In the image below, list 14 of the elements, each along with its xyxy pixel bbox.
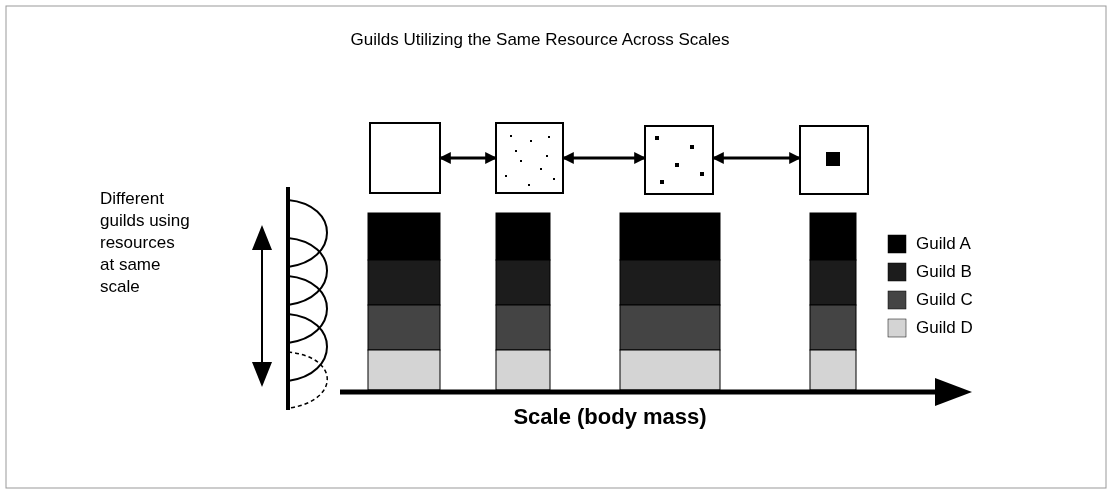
legend-label: Guild A bbox=[916, 234, 971, 254]
double-arrow bbox=[438, 152, 498, 164]
legend-label: Guild C bbox=[916, 290, 973, 310]
resource-square bbox=[644, 125, 714, 195]
double-arrow bbox=[561, 152, 647, 164]
title: Guilds Utilizing the Same Resource Across Scales bbox=[349, 30, 731, 50]
legend-label: Guild D bbox=[916, 318, 973, 338]
side-note: Different guilds using resources at same scale bbox=[100, 188, 191, 298]
resource-square bbox=[369, 122, 441, 194]
legend-label: Guild B bbox=[916, 262, 972, 282]
axis-label: Scale (body mass) bbox=[512, 404, 708, 430]
resource-square bbox=[495, 122, 564, 194]
resource-square bbox=[799, 125, 869, 195]
double-arrow bbox=[711, 152, 802, 164]
